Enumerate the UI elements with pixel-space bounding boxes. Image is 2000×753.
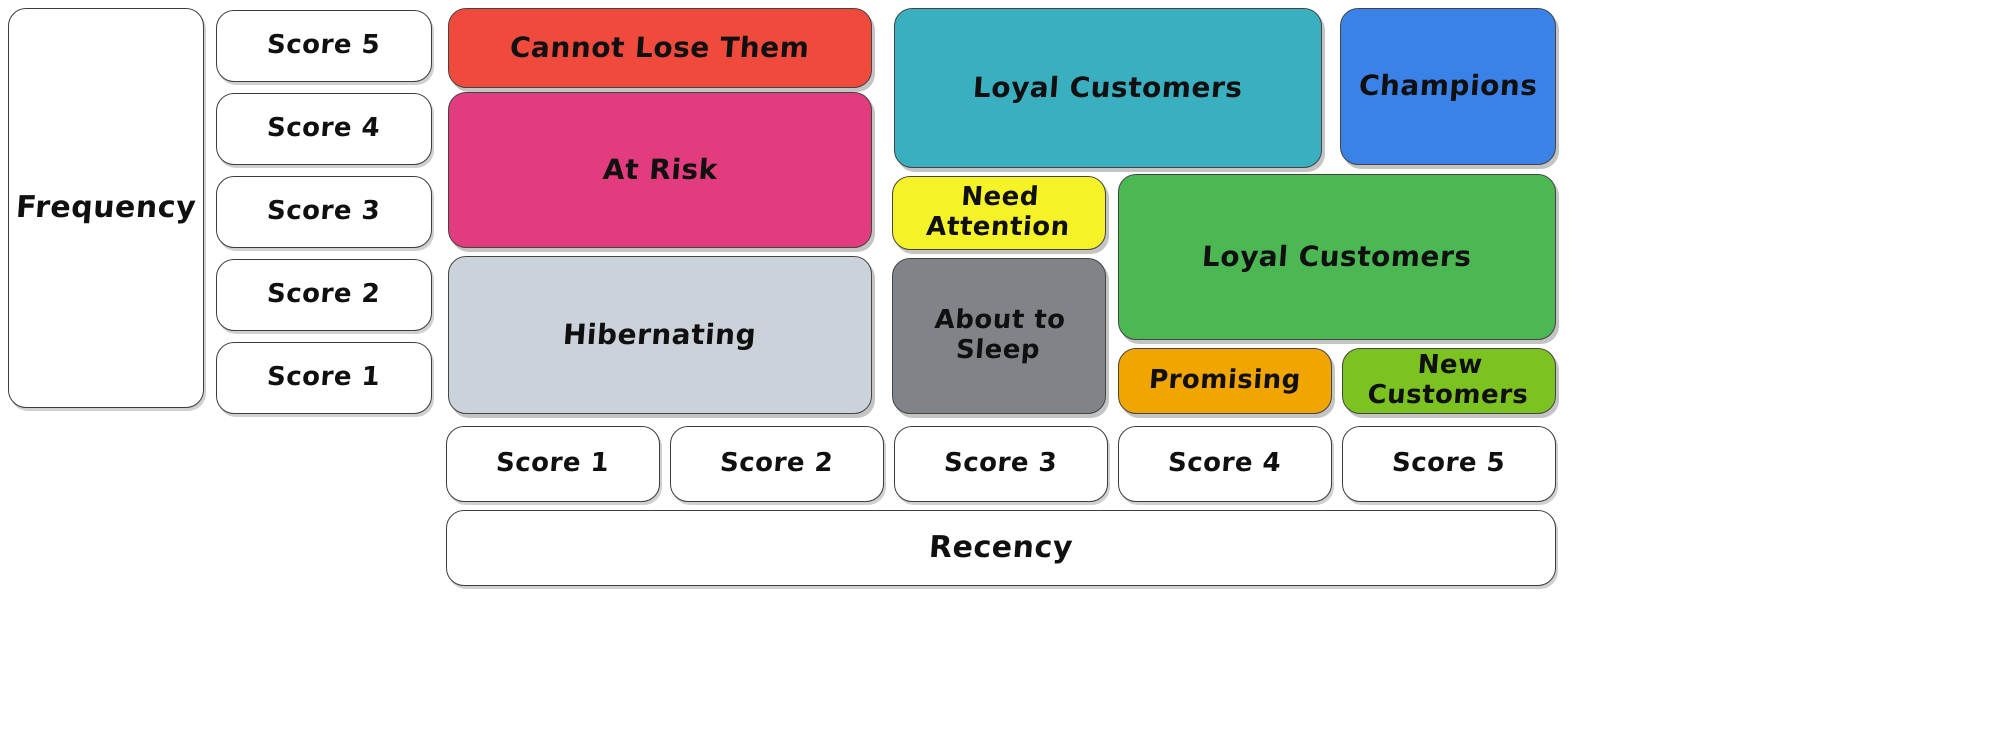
segment-loyal-customers-teal[interactable]: Loyal Customers xyxy=(894,8,1322,168)
segment-label: Loyal Customers xyxy=(972,70,1244,104)
recency-axis-label-box: Recency xyxy=(446,510,1556,586)
recency-tick-score-2: Score 2 xyxy=(670,426,884,502)
recency-tick-score-3: Score 3 xyxy=(894,426,1108,502)
segment-need-attention[interactable]: Need Attention xyxy=(892,176,1106,250)
recency-tick-score-1: Score 1 xyxy=(446,426,660,502)
segment-label: Hibernating xyxy=(562,317,758,351)
frequency-tick-score-2: Score 2 xyxy=(216,259,432,331)
segment-label: New Customers xyxy=(1366,350,1530,410)
segment-label: Need Attention xyxy=(925,182,1071,242)
segment-label: Cannot Lose Them xyxy=(509,30,811,64)
segment-champions[interactable]: Champions xyxy=(1340,8,1556,165)
segment-label: At Risk xyxy=(601,152,719,186)
segment-label: Loyal Customers xyxy=(1201,239,1473,273)
frequency-tick-score-4: Score 4 xyxy=(216,93,432,165)
segment-at-risk[interactable]: At Risk xyxy=(448,92,872,248)
segment-loyal-customers-green[interactable]: Loyal Customers xyxy=(1118,174,1556,340)
frequency-tick-score-1: Score 1 xyxy=(216,342,432,414)
segment-about-to-sleep[interactable]: About to Sleep xyxy=(892,258,1106,414)
recency-tick-score-5: Score 5 xyxy=(1342,426,1556,502)
frequency-tick-score-5: Score 5 xyxy=(216,10,432,82)
segment-label: About to Sleep xyxy=(933,305,1067,365)
segment-label: Promising xyxy=(1148,365,1302,396)
frequency-tick-score-3: Score 3 xyxy=(216,176,432,248)
segment-new-customers[interactable]: New Customers xyxy=(1342,348,1556,414)
segment-cannot-lose-them[interactable]: Cannot Lose Them xyxy=(448,8,872,88)
segment-promising[interactable]: Promising xyxy=(1118,348,1332,414)
recency-axis-label: Recency xyxy=(927,529,1075,565)
frequency-axis-label: Frequency xyxy=(14,189,198,225)
frequency-axis-label-box: Frequency xyxy=(8,8,204,408)
segment-label: Champions xyxy=(1357,69,1539,103)
segment-hibernating[interactable]: Hibernating xyxy=(448,256,872,414)
recency-tick-score-4: Score 4 xyxy=(1118,426,1332,502)
